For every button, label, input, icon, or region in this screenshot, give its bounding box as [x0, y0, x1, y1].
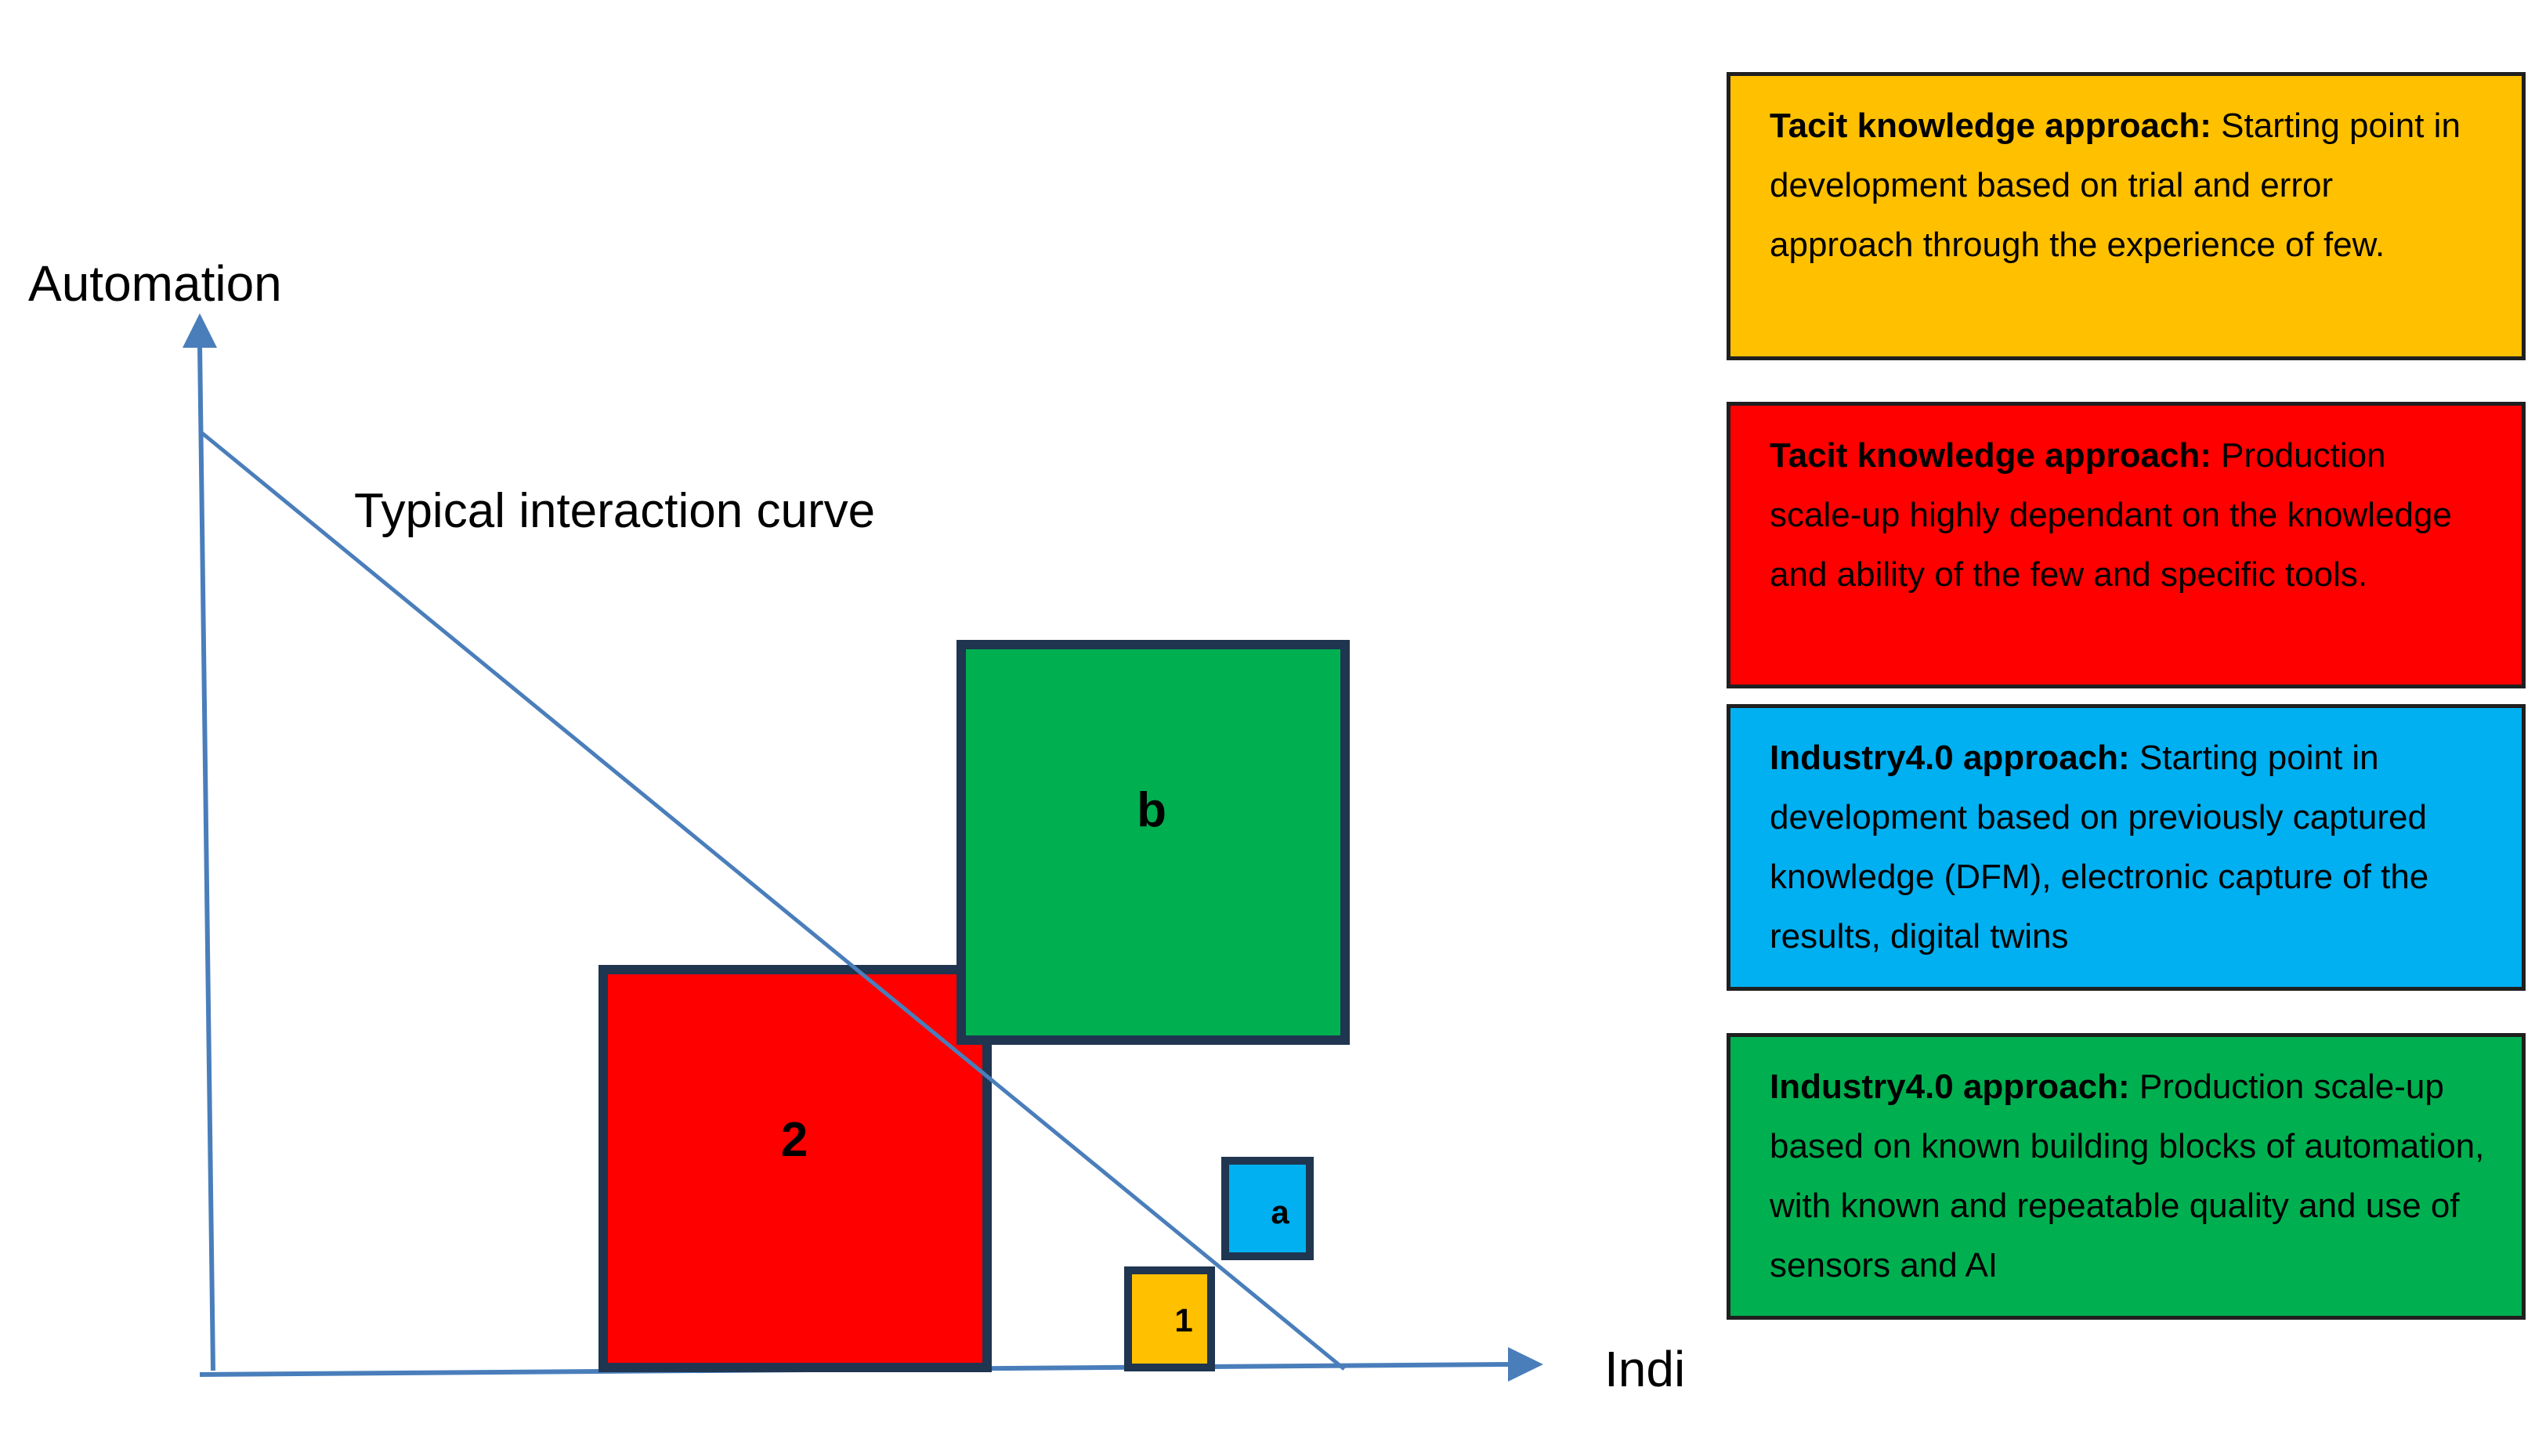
legend-title: Tacit knowledge approach: — [1770, 107, 2211, 145]
interaction-diagram: Automation Individualisation Typical int… — [28, 255, 1684, 1397]
legend-title: Industry4.0 approach: — [1770, 1068, 2130, 1106]
legend-box-tacit-development: Tacit knowledge approach: Starting point… — [1727, 72, 2526, 360]
legend-text: Production scale-up highly dependant on … — [1770, 436, 2452, 594]
legend-title: Industry4.0 approach: — [1770, 739, 2130, 777]
legend-text: Starting point in development based on t… — [1770, 107, 2461, 264]
legend-box-industry40-production: Industry4.0 approach: Production scale-u… — [1727, 1033, 2526, 1320]
legend-text: Production scale-up based on known build… — [1770, 1068, 2485, 1284]
block-a — [1221, 1157, 1314, 1260]
interaction-curve — [201, 432, 1346, 1371]
block-b-label: b — [1137, 783, 1166, 837]
legend-box-industry40-development: Industry4.0 approach: Starting point in … — [1727, 704, 2526, 991]
block-b — [957, 640, 1350, 1045]
block-1 — [1124, 1266, 1215, 1371]
y-axis — [197, 344, 215, 1371]
legend-box-tacit-production: Tacit knowledge approach: Production sca… — [1727, 402, 2526, 688]
legend-text: Starting point in development based on p… — [1770, 739, 2429, 956]
block-2-label: 2 — [781, 1113, 808, 1167]
y-axis-arrowhead — [183, 313, 217, 348]
block-1-label: 1 — [1174, 1302, 1192, 1339]
y-axis-label: Automation — [28, 255, 282, 312]
x-axis-label: Individualisation — [1604, 1341, 1684, 1397]
block-2 — [598, 965, 992, 1372]
x-axis-arrowhead — [1508, 1347, 1543, 1382]
legend-title: Tacit knowledge approach: — [1770, 436, 2211, 475]
interaction-curve-label: Typical interaction curve — [354, 484, 875, 538]
block-a-label: a — [1271, 1194, 1289, 1230]
